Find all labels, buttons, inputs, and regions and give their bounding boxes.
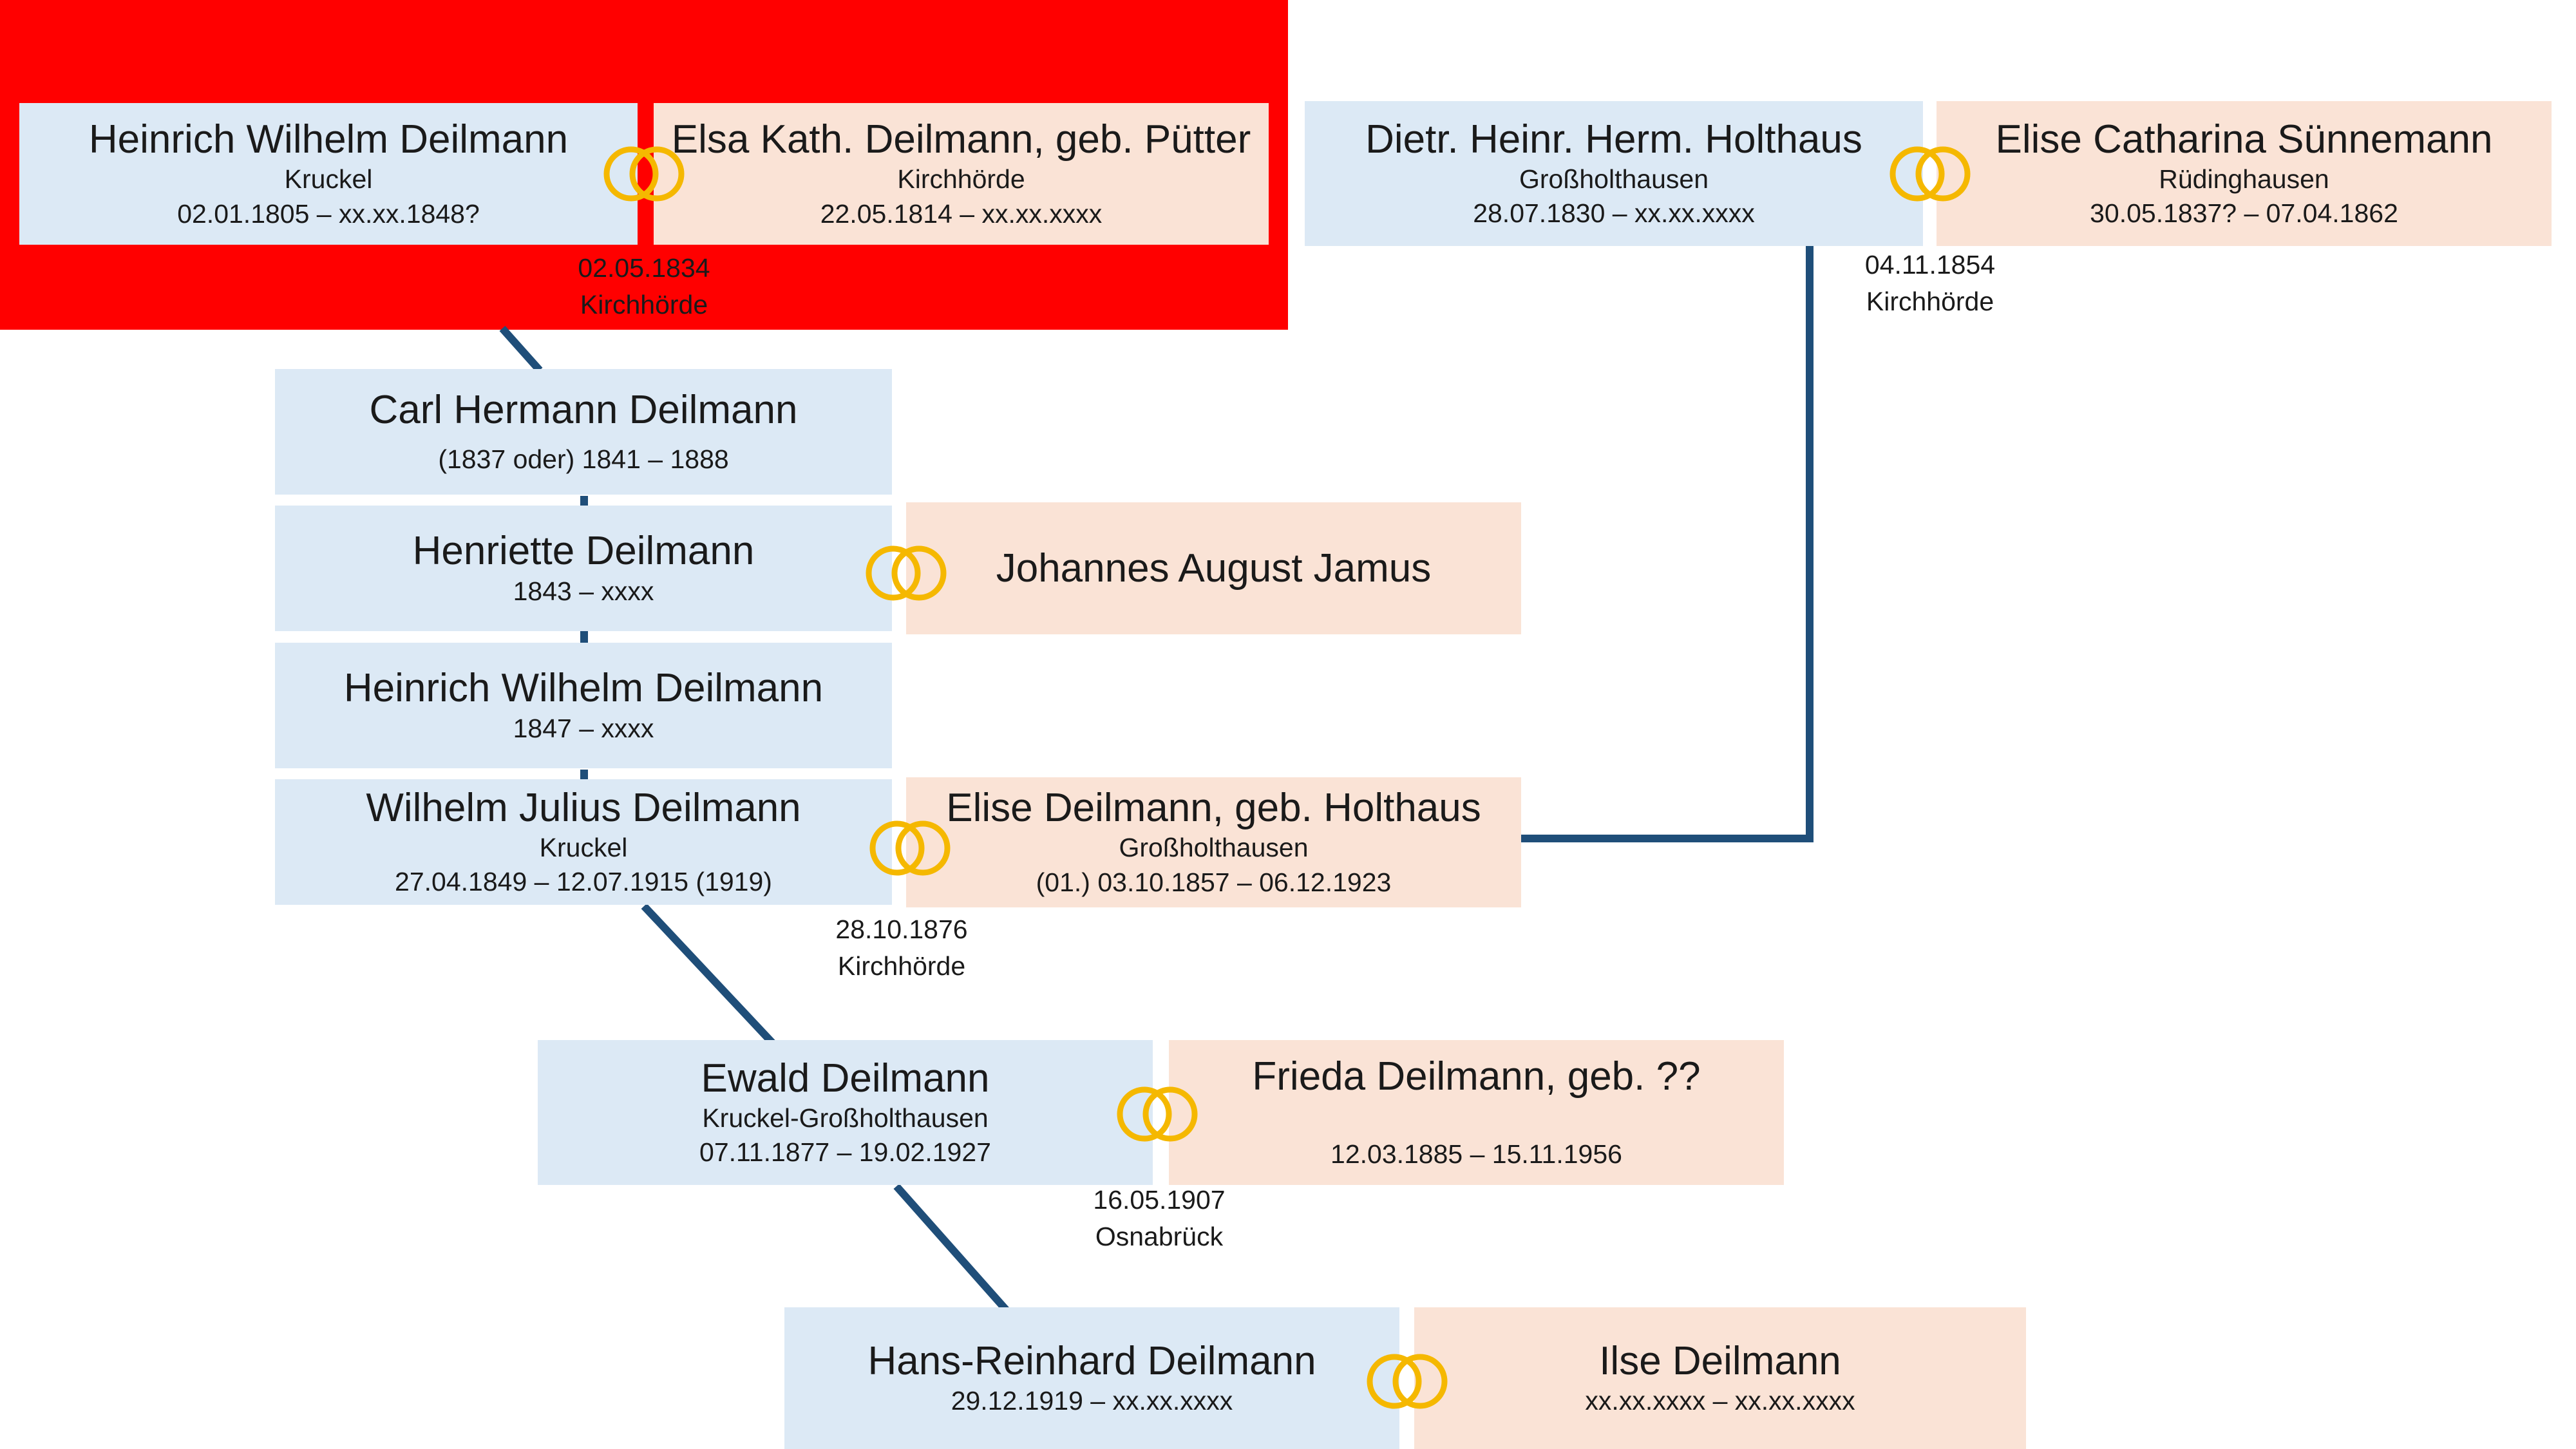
person-henriette-deilmann: Henriette Deilmann 1843 – xxxx [275, 506, 892, 631]
person-name: Elise Catharina Sünnemann [1995, 117, 2493, 162]
connector-p9-p11 [641, 903, 776, 1046]
person-place: Kruckel-Großholthausen [702, 1103, 989, 1133]
person-name: Wilhelm Julius Deilmann [366, 785, 801, 830]
person-heinrich-wilhelm-deilmann-1805: Heinrich Wilhelm Deilmann Kruckel 02.01.… [19, 103, 638, 245]
wedding-rings-icon [1367, 1354, 1448, 1409]
person-dates: 07.11.1877 – 19.02.1927 [699, 1137, 991, 1168]
marriage-date: 02.05.1834 [578, 253, 710, 283]
person-elsa-kath-deilmann: Elsa Kath. Deilmann, geb. Pütter Kirchhö… [654, 103, 1269, 245]
person-dates: (01.) 03.10.1857 – 06.12.1923 [1036, 867, 1392, 897]
person-dates: 1843 – xxxx [513, 576, 654, 606]
person-dates: 28.07.1830 – xx.xx.xxxx [1473, 198, 1755, 229]
person-name: Hans-Reinhard Deilmann [867, 1338, 1316, 1383]
wedding-rings-icon [866, 545, 947, 601]
person-place: Rüdinghausen [2159, 164, 2329, 194]
marriage-date: 28.10.1876 [835, 914, 968, 944]
marriage-info-1876: 28.10.1876 Kirchhörde [766, 911, 1037, 985]
marriage-info-1907: 16.05.1907 Osnabrück [1024, 1182, 1294, 1256]
person-place: Kirchhörde [897, 164, 1025, 194]
person-elise-catharina-suennemann: Elise Catharina Sünnemann Rüdinghausen 3… [1937, 101, 2552, 246]
person-name: Frieda Deilmann, geb. ?? [1252, 1054, 1701, 1099]
person-name: Heinrich Wilhelm Deilmann [343, 666, 824, 711]
marriage-place: Kirchhörde [1866, 287, 1994, 317]
marriage-place: Kirchhörde [580, 290, 708, 320]
wedding-rings-icon [603, 146, 685, 202]
person-name: Dietr. Heinr. Herm. Holthaus [1365, 117, 1862, 162]
person-name: Elise Deilmann, geb. Holthaus [946, 786, 1481, 831]
person-frieda-deilmann: Frieda Deilmann, geb. ?? 12.03.1885 – 15… [1169, 1040, 1784, 1185]
person-heinrich-wilhelm-deilmann-1847: Heinrich Wilhelm Deilmann 1847 – xxxx [275, 643, 892, 768]
person-dates: xx.xx.xxxx – xx.xx.xxxx [1585, 1386, 1855, 1416]
person-hans-reinhard-deilmann: Hans-Reinhard Deilmann 29.12.1919 – xx.x… [784, 1307, 1399, 1449]
person-name: Henriette Deilmann [412, 529, 755, 574]
person-dates: 12.03.1885 – 15.11.1956 [1331, 1139, 1622, 1169]
person-dates: (1837 oder) 1841 – 1888 [438, 444, 729, 474]
person-dates: 30.05.1837? – 07.04.1862 [2090, 198, 2398, 229]
person-name: Elsa Kath. Deilmann, geb. Pütter [671, 117, 1251, 162]
person-dates: 27.04.1849 – 12.07.1915 (1919) [395, 867, 772, 897]
person-ilse-deilmann: Ilse Deilmann xx.xx.xxxx – xx.xx.xxxx [1414, 1307, 2026, 1449]
connector-p1-p5 [499, 326, 543, 373]
person-name: Johannes August Jamus [996, 545, 1432, 591]
marriage-info-1834: 02.05.1834 Kirchhörde [509, 250, 779, 324]
person-johannes-august-jamus: Johannes August Jamus [906, 502, 1521, 634]
connector-p11-p13 [893, 1184, 1011, 1314]
connector-p3-p10 [1521, 246, 1814, 842]
person-dates: 1847 – xxxx [513, 713, 654, 743]
wedding-rings-icon [1889, 146, 1971, 202]
wedding-rings-icon [869, 820, 951, 876]
person-name: Ilse Deilmann [1599, 1338, 1841, 1383]
person-place: Großholthausen [1519, 164, 1709, 194]
person-dates: 29.12.1919 – xx.xx.xxxx [951, 1386, 1233, 1416]
person-dietr-heinr-herm-holthaus: Dietr. Heinr. Herm. Holthaus Großholthau… [1305, 101, 1923, 246]
person-dates: 22.05.1814 – xx.xx.xxxx [820, 198, 1103, 229]
marriage-info-1854: 04.11.1854 Kirchhörde [1795, 247, 2065, 321]
marriage-date: 16.05.1907 [1093, 1185, 1226, 1215]
person-wilhelm-julius-deilmann: Wilhelm Julius Deilmann Kruckel 27.04.18… [275, 779, 892, 905]
person-name: Ewald Deilmann [701, 1056, 990, 1101]
person-carl-hermann-deilmann: Carl Hermann Deilmann (1837 oder) 1841 –… [275, 369, 892, 495]
person-place: Kruckel [539, 832, 628, 862]
person-name: Heinrich Wilhelm Deilmann [88, 117, 569, 162]
person-name: Carl Hermann Deilmann [369, 388, 798, 433]
marriage-place: Kirchhörde [837, 951, 966, 981]
marriage-place: Osnabrück [1095, 1222, 1224, 1252]
wedding-rings-icon [1117, 1086, 1198, 1142]
person-place: Kruckel [284, 164, 373, 194]
person-place: Großholthausen [1119, 833, 1309, 863]
person-elise-deilmann-holthaus: Elise Deilmann, geb. Holthaus Großholtha… [906, 777, 1521, 907]
marriage-date: 04.11.1854 [1864, 250, 1996, 279]
person-ewald-deilmann: Ewald Deilmann Kruckel-Großholthausen 07… [538, 1040, 1153, 1185]
person-dates: 02.01.1805 – xx.xx.1848? [177, 198, 480, 229]
